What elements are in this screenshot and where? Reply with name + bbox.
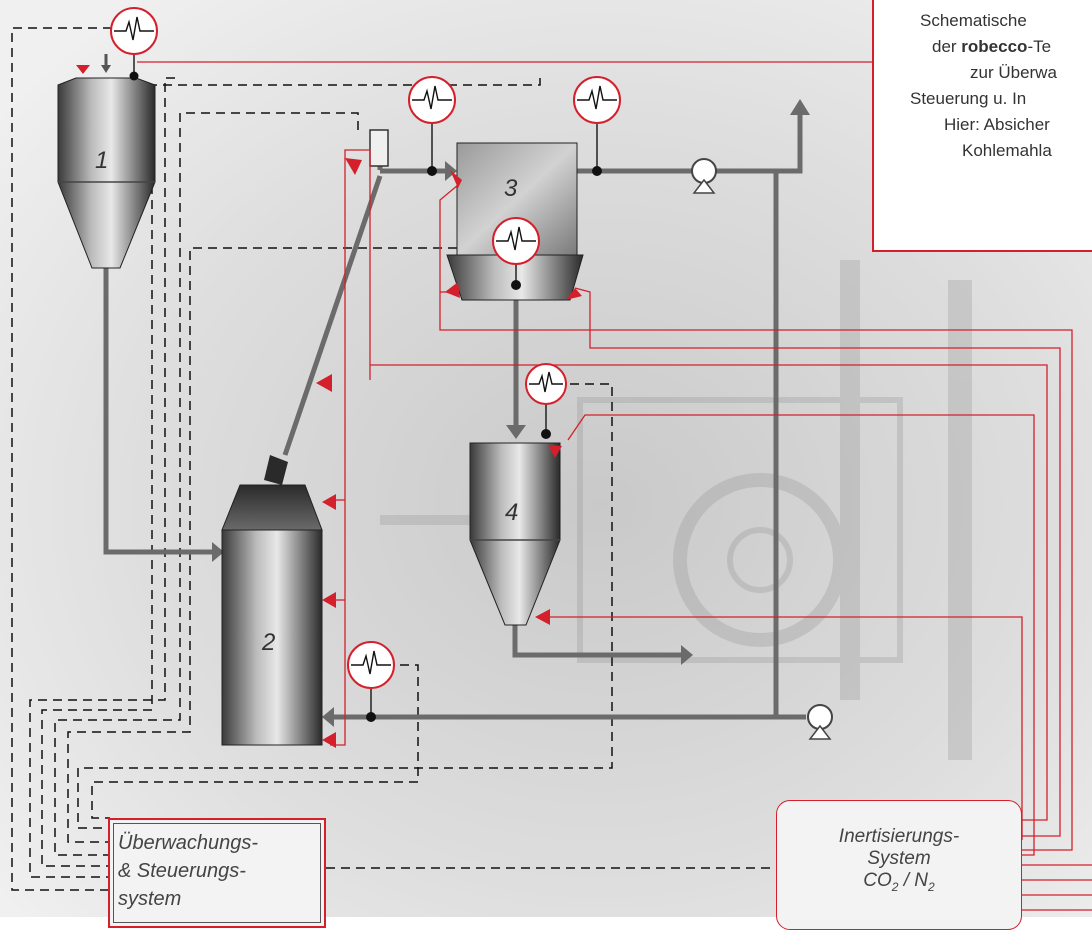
control-system-line-2: & Steuerungs- (118, 860, 246, 883)
caption-line-5: Hier: Absicher (944, 112, 1050, 138)
unit-2-mill: 2 (222, 455, 322, 745)
caption-line-2: der robecco-Te (932, 34, 1051, 60)
control-system-line-1: Überwachungs- (118, 832, 258, 855)
caption-line-4: Steuerung u. In (910, 86, 1026, 112)
inerting-line-3: CO2 / N2 (777, 870, 1021, 898)
caption-box: Schematische der robecco-Te zur Überwa S… (872, 0, 1092, 252)
caption-line-1: Schematische (920, 8, 1027, 34)
unit-3-label: 3 (504, 175, 518, 202)
inerting-line-1: Inertisierungs- (777, 826, 1021, 848)
unit-4-label: 4 (505, 499, 518, 526)
control-system-box: Überwachungs- & Steuerungs- system (108, 818, 326, 928)
unit-2-label: 2 (261, 629, 275, 656)
unit-1-label: 1 (95, 147, 108, 174)
caption-line-3: zur Überwa (970, 60, 1057, 86)
inerting-line-2: System (777, 848, 1021, 870)
inerting-system-box: Inertisierungs- System CO2 / N2 (776, 800, 1022, 930)
caption-brand: robecco (961, 37, 1027, 56)
classifier (370, 130, 388, 166)
control-system-line-3: system (118, 888, 181, 911)
caption-line-6: Kohlemahla (962, 138, 1052, 164)
